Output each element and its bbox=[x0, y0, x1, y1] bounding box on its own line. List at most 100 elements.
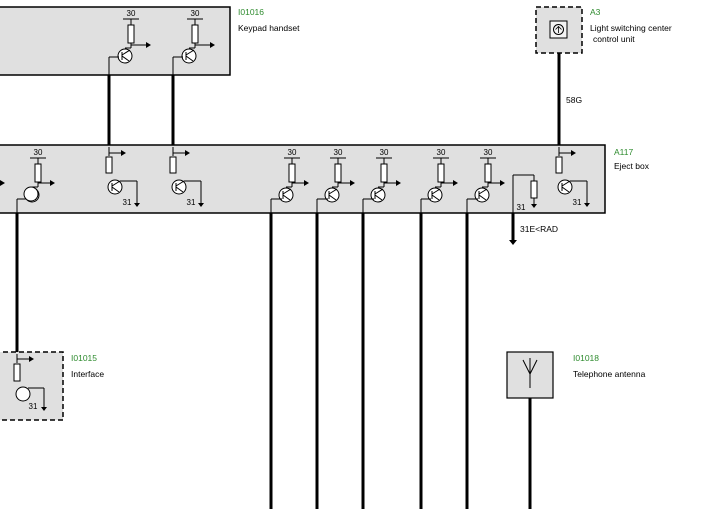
transistor-collector bbox=[175, 180, 185, 187]
wire-label-31e: 31E<RAD bbox=[520, 224, 558, 234]
transistor-emitter bbox=[282, 194, 291, 201]
transistor-emitter bbox=[328, 194, 337, 201]
driver-stage: 30 bbox=[316, 148, 355, 213]
input-arrow-icon bbox=[0, 180, 5, 186]
interface-box[interactable] bbox=[0, 351, 64, 421]
transistor-collector bbox=[328, 188, 338, 195]
input-arrow-icon bbox=[121, 150, 126, 156]
output-arrow-icon bbox=[453, 180, 458, 186]
transistor-collector bbox=[121, 49, 131, 56]
driver-stage: 30 bbox=[362, 148, 401, 213]
transistor-collector bbox=[561, 180, 571, 187]
resistor-symbol bbox=[191, 24, 199, 44]
resistor-symbol bbox=[169, 156, 177, 174]
resistor-symbol bbox=[334, 163, 342, 183]
resistor-symbol bbox=[380, 163, 388, 183]
ground-symbol bbox=[509, 240, 517, 245]
driver-stage: 30 bbox=[420, 148, 458, 213]
keypad-name: Keypad handset bbox=[238, 23, 300, 33]
supply-pin-label: 30 bbox=[191, 9, 200, 18]
resistor-symbol bbox=[34, 163, 42, 183]
transistor-symbol bbox=[370, 187, 386, 203]
ground-icon bbox=[134, 203, 140, 207]
transistor-emitter bbox=[478, 194, 487, 201]
interface-name: Interface bbox=[71, 369, 104, 379]
keypad-code: I01016 bbox=[238, 7, 264, 17]
supply-pin-label: 30 bbox=[334, 148, 343, 157]
receiver-stage: 31 bbox=[169, 147, 204, 207]
transistor-symbol bbox=[15, 386, 31, 402]
input-arrow-icon bbox=[571, 150, 576, 156]
transistor-symbol bbox=[117, 48, 133, 64]
transistor-emitter bbox=[175, 186, 184, 193]
control-unit-icon bbox=[549, 20, 568, 39]
supply-pin-label: 30 bbox=[437, 148, 446, 157]
ground-pin-label: 31 bbox=[517, 203, 526, 212]
supply-pin-label: 30 bbox=[380, 148, 389, 157]
output-arrow-icon bbox=[500, 180, 505, 186]
lsc-code: A3 bbox=[590, 7, 601, 17]
transistor-emitter bbox=[121, 55, 130, 62]
driver-stage: 30 bbox=[108, 9, 151, 75]
driver-stage: 30 bbox=[270, 148, 309, 213]
ground-pin-label: 31 bbox=[29, 402, 38, 411]
output-arrow-icon bbox=[146, 42, 151, 48]
antenna-icon bbox=[522, 358, 538, 388]
wire-label-58g: 58G bbox=[566, 95, 582, 105]
output-arrow-icon bbox=[350, 180, 355, 186]
resistor-symbol bbox=[530, 180, 538, 199]
transistor-symbol bbox=[23, 186, 39, 202]
input-arrow-icon bbox=[29, 356, 34, 362]
resistor-symbol bbox=[555, 156, 563, 174]
receiver-stage: 31 bbox=[555, 147, 590, 207]
receiver-stage-partial bbox=[0, 180, 39, 202]
eject-code: A117 bbox=[614, 147, 633, 157]
supply-pin-label: 30 bbox=[484, 148, 493, 157]
transistor-emitter bbox=[561, 186, 570, 193]
resistor-symbol bbox=[288, 163, 296, 183]
interface-code: I01015 bbox=[71, 353, 97, 363]
ground-icon bbox=[198, 203, 204, 207]
resistor-symbol bbox=[437, 163, 445, 183]
output-arrow-icon bbox=[210, 42, 215, 48]
interface-receiver: 31 bbox=[13, 354, 47, 411]
transistor-collector bbox=[111, 180, 121, 187]
eject-box[interactable] bbox=[0, 144, 606, 214]
transistor-collector bbox=[282, 188, 292, 195]
driver-stage: 30 bbox=[466, 148, 505, 213]
driver-stage: 30 bbox=[172, 9, 215, 75]
wires bbox=[15, 53, 561, 509]
ground-pin-label: 31 bbox=[187, 198, 196, 207]
resistor-symbol bbox=[484, 163, 492, 183]
ground-branch: 31 bbox=[512, 174, 538, 213]
supply-pin-label: 30 bbox=[34, 148, 43, 157]
output-arrow-icon bbox=[304, 180, 309, 186]
supply-pin-label: 30 bbox=[127, 9, 136, 18]
antenna-code: I01018 bbox=[573, 353, 599, 363]
transistor-collector bbox=[185, 49, 195, 56]
resistor-symbol bbox=[105, 156, 113, 174]
output-arrow-icon bbox=[50, 180, 55, 186]
antenna-name: Telephone antenna bbox=[573, 369, 646, 379]
transistor-emitter bbox=[374, 194, 383, 201]
transistor-symbol bbox=[474, 187, 490, 203]
transistor-symbol bbox=[427, 187, 443, 203]
transistor-emitter bbox=[185, 55, 194, 62]
lsc-name-line1: Light switching center bbox=[590, 23, 672, 33]
transistor-symbol bbox=[278, 187, 294, 203]
transistor-collector bbox=[478, 188, 488, 195]
lsc-name-line2: control unit bbox=[593, 34, 635, 44]
supply-pin-label: 30 bbox=[288, 148, 297, 157]
resistor-symbol bbox=[13, 363, 21, 382]
transistor-emitter bbox=[431, 194, 440, 201]
eject-name: Eject box bbox=[614, 161, 650, 171]
transistor-symbol bbox=[181, 48, 197, 64]
transistor-collector bbox=[374, 188, 384, 195]
transistor-emitter bbox=[111, 186, 120, 193]
transistor-collector bbox=[431, 188, 441, 195]
ground-icon bbox=[41, 407, 47, 411]
transistor-symbol bbox=[324, 187, 340, 203]
ground-icon bbox=[584, 203, 590, 207]
